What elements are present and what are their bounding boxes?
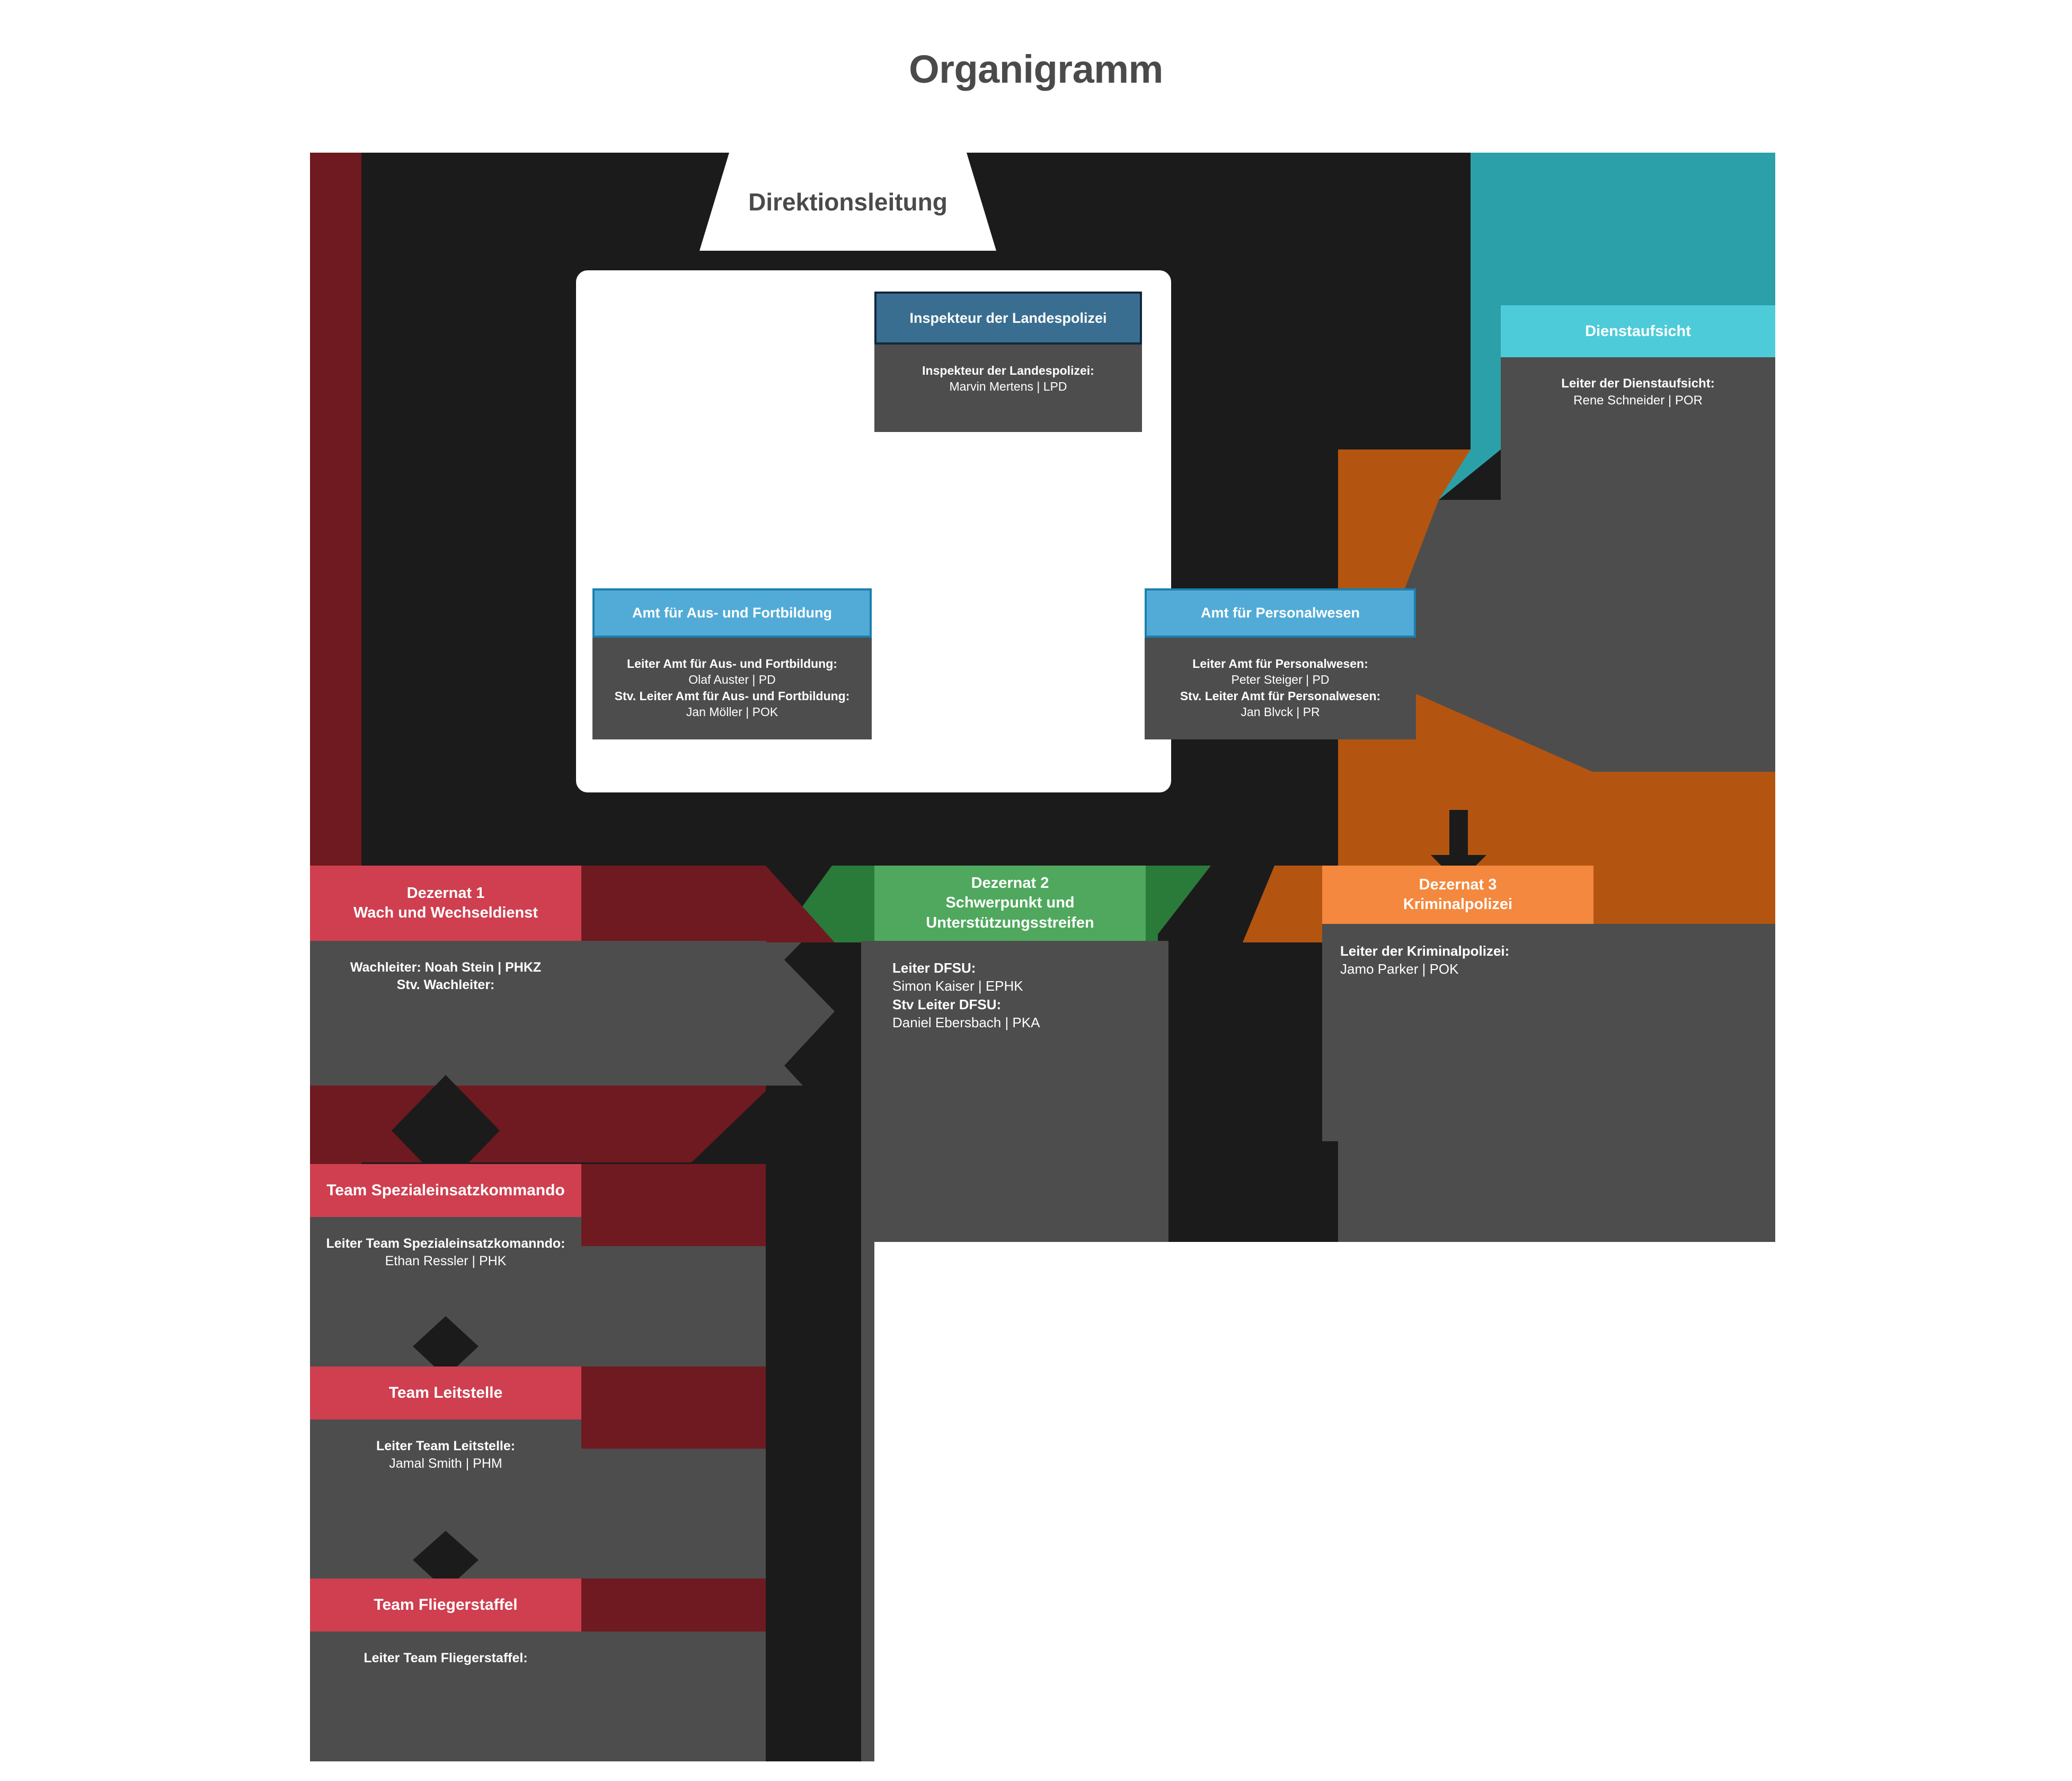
role-label: Leiter Team Leitstelle: [376,1439,516,1453]
node-dezernat-1[interactable]: Dezernat 1 Wach und Wechseldienst Wachle… [310,866,581,1042]
node-inspekteur-der-landespolizei[interactable]: Inspekteur der Landespolizei Inspekteur … [874,292,1142,432]
node-header: Amt für Personalwesen [1145,588,1416,638]
node-header: Dienstaufsicht [1501,305,1775,357]
node-title: Team Spezialeinsatzkommando [326,1182,565,1199]
node-body: Leiter Team Leitstelle: Jamal Smith | PH… [310,1419,581,1502]
role-label: Leiter Team Spezialeinsatzkomanndo: [326,1236,565,1251]
node-header: Dezernat 1 Wach und Wechseldienst [310,866,581,941]
node-dezernat-2[interactable]: Dezernat 2 Schwerpunkt und Unterstützung… [874,866,1146,1117]
node-team-leitstelle[interactable]: Team Leitstelle Leiter Team Leitstelle: … [310,1366,581,1502]
org-chart-canvas: Direktionsleitung Inspekteur der Landesp… [310,153,1775,1761]
node-header: Team Leitstelle [310,1366,581,1419]
role-label-1: Leiter Amt für Personalwesen: [1192,657,1368,671]
node-header: Amt für Aus- und Fortbildung [592,588,872,638]
role-label: Leiter der Dienstaufsicht: [1561,376,1715,391]
role-label: Leiter Team Fliegerstaffel: [364,1651,528,1665]
role-label-2: Stv. Leiter Amt für Personalwesen: [1180,689,1381,703]
node-team-fliegerstaffel[interactable]: Team Fliegerstaffel Leiter Team Fliegers… [310,1579,581,1748]
node-amt-fuer-personalwesen[interactable]: Amt für Personalwesen Leiter Amt für Per… [1145,588,1416,739]
person-name: Jamal Smith | PHM [389,1456,502,1471]
node-header: Team Fliegerstaffel [310,1579,581,1632]
direktionsleitung-label: Direktionsleitung [748,188,948,216]
node-title: Inspekteur der Landespolizei [909,310,1107,326]
person-name-2: Jan Möller | POK [686,705,778,719]
node-title: Team Leitstelle [388,1384,503,1401]
node-body: Leiter Amt für Aus- und Fortbildung: Ola… [592,638,872,739]
node-title: Team Fliegerstaffel [374,1596,518,1614]
person-name: Marvin Mertens | LPD [949,380,1067,394]
node-header: Team Spezialeinsatzkommando [310,1164,581,1217]
node-title: Amt für Aus- und Fortbildung [632,605,832,621]
node-title: Dezernat 1 [406,884,485,902]
role-label-1: Leiter Amt für Aus- und Fortbildung: [627,657,837,671]
role-label-1: Wachleiter: Noah Stein | PHKZ [350,960,542,975]
node-body: Leiter Team Fliegerstaffel: [310,1632,581,1748]
node-header: Dezernat 2 Schwerpunkt und Unterstützung… [874,866,1146,941]
node-body: Leiter Amt für Personalwesen: Peter Stei… [1145,638,1416,739]
person-name-1: Peter Steiger | PD [1231,673,1330,687]
node-dezernat-3[interactable]: Dezernat 3 Kriminalpolizei Leiter der Kr… [1322,866,1593,1141]
node-title: Dienstaufsicht [1585,322,1691,340]
role-label: Inspekteur der Landespolizei: [922,364,1094,377]
role-label-2: Stv. Leiter Amt für Aus- und Fortbildung… [614,689,850,703]
page-title: Organigramm [909,47,1163,91]
person-name: Rene Schneider | POR [1573,393,1703,408]
node-amt-fuer-aus-und-fortbildung[interactable]: Amt für Aus- und Fortbildung Leiter Amt … [592,588,872,739]
person-name-1: Jamo Parker | POK [1340,961,1459,977]
role-label-1: Leiter der Kriminalpolizei: [1340,943,1510,959]
node-dienstaufsicht[interactable]: Dienstaufsicht Leiter der Dienstaufsicht… [1501,305,1775,500]
node-subtitle-line-1: Schwerpunkt und [945,894,1075,912]
node-subtitle: Kriminalpolizei [1403,896,1513,913]
person-name-2: Daniel Ebersbach | PKA [892,1014,1040,1030]
person-name-1: Simon Kaiser | EPHK [892,978,1023,994]
role-label-2: Stv. Wachleiter: [396,977,495,992]
role-label-2: Stv Leiter DFSU: [892,996,1002,1012]
node-body: Leiter der Kriminalpolizei: Jamo Parker … [1322,924,1593,1141]
person-name-1: Olaf Auster | PD [688,673,776,687]
role-label-1: Leiter DFSU: [892,960,976,976]
node-header: Dezernat 3 Kriminalpolizei [1322,866,1593,924]
node-body: Leiter Team Spezialeinsatzkomanndo: Etha… [310,1217,581,1299]
node-team-spezialeinsatzkommando[interactable]: Team Spezialeinsatzkommando Leiter Team … [310,1164,581,1299]
node-title: Amt für Personalwesen [1200,605,1360,621]
node-header: Inspekteur der Landespolizei [874,292,1142,345]
node-subtitle-line-2: Unterstützungsstreifen [926,914,1094,931]
node-body: Wachleiter: Noah Stein | PHKZ Stv. Wachl… [310,941,581,1042]
node-title: Dezernat 2 [971,875,1049,892]
direktionsleitung-header: Direktionsleitung [699,153,996,251]
node-body: Leiter DFSU: Simon Kaiser | EPHK Stv Lei… [874,941,1146,1117]
node-body: Leiter der Dienstaufsicht: Rene Schneide… [1501,357,1775,500]
person-name: Ethan Ressler | PHK [385,1254,507,1268]
node-body: Inspekteur der Landespolizei: Marvin Mer… [874,345,1142,432]
node-title: Dezernat 3 [1419,876,1497,893]
node-subtitle: Wach und Wechseldienst [353,904,538,921]
person-name-2: Jan Blvck | PR [1241,705,1320,719]
